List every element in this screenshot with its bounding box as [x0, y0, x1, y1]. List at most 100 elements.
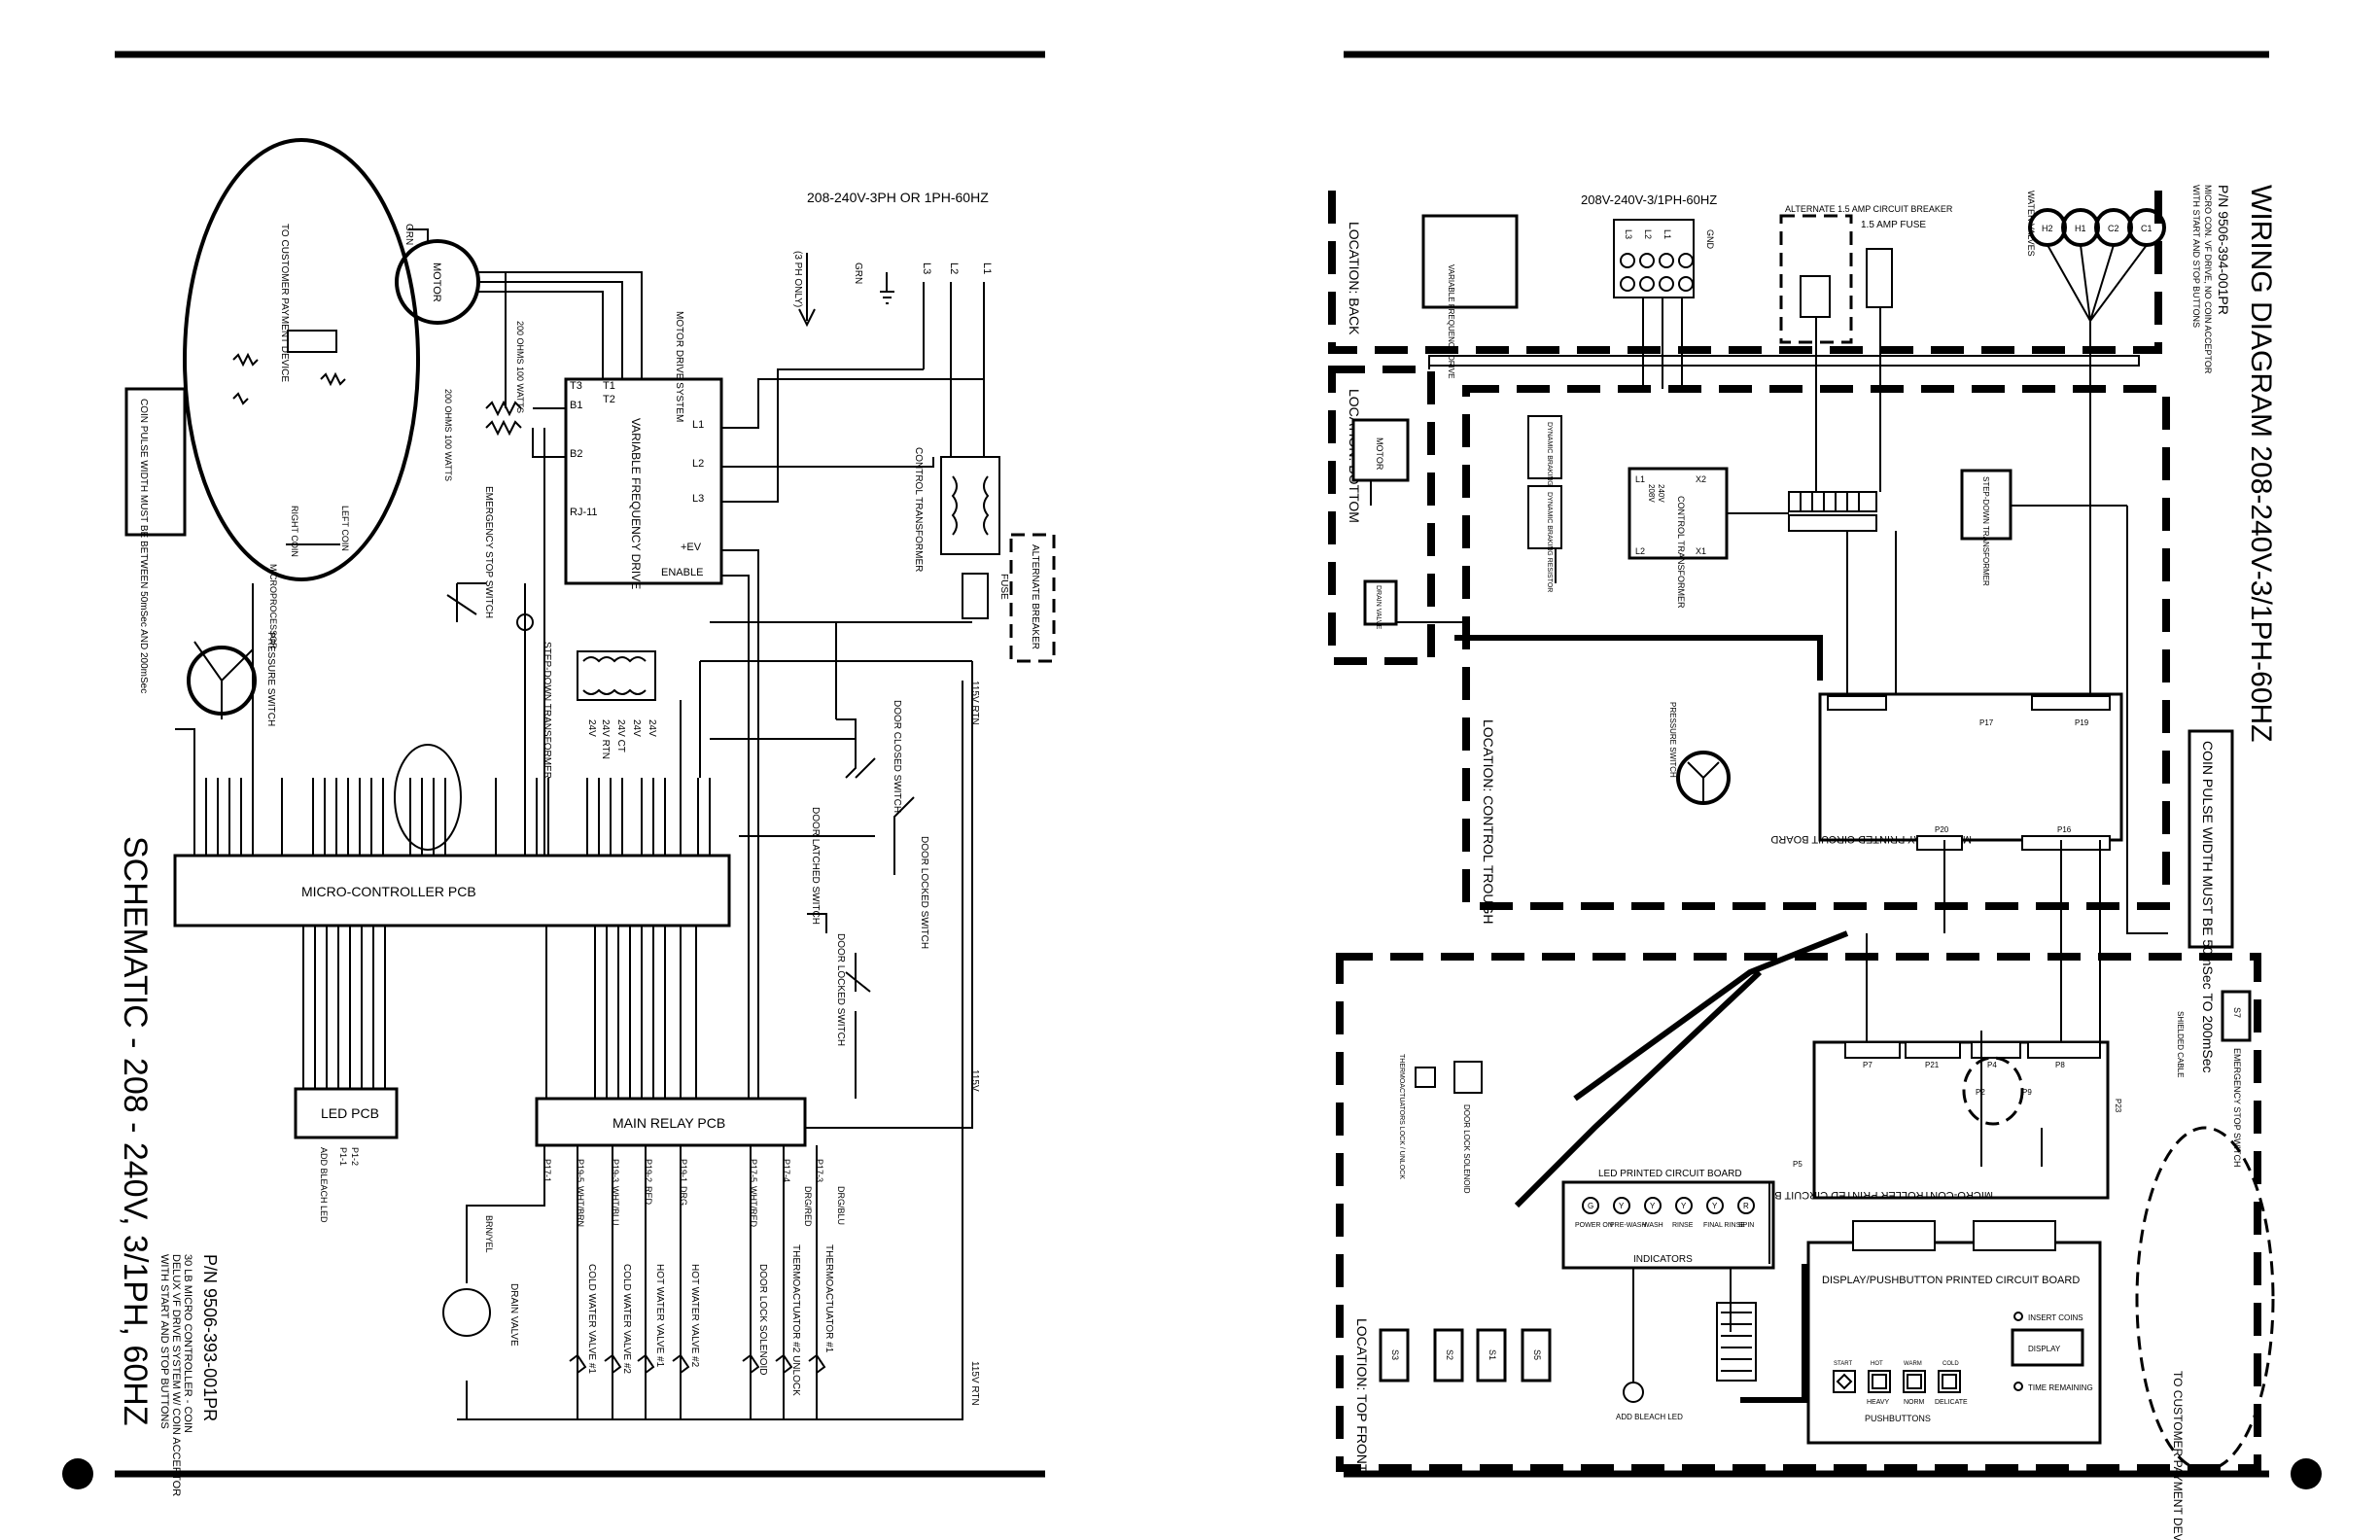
load-5-pin: P19-2 — [644, 1159, 653, 1182]
bus-115v — [700, 660, 973, 1129]
trough-step-down: STEP-DOWN TRANSFORMER — [1960, 469, 2012, 586]
indicator-y1: Y — [1619, 1202, 1625, 1210]
bus-115v-rtn-label: 115V RTN — [969, 681, 980, 725]
micro-p21: P21 — [1925, 1061, 1940, 1069]
left-alt-breaker-label: ALTERNATE BREAKER — [1030, 544, 1040, 649]
thermoactuators-label: THERMOACTUATORS LOCK / UNLOCK — [1398, 1054, 1405, 1179]
coin-interface: TO CUSTOMER PAYMENT DEVICE RIGHT COIN LE… — [183, 138, 420, 649]
load-1-color: DRG/BLU — [836, 1186, 846, 1225]
door-switches: DOOR CLOSED SWITCH DOOR LATCHED SWITCH D… — [807, 700, 929, 1046]
valve-h2: H2 — [2042, 224, 2053, 233]
micro-p23: P23 — [2114, 1099, 2122, 1113]
schematic-title: SCHEMATIC - 208 - 240V, 3/1PH, 60HZ — [117, 836, 154, 1426]
micro-controller-board: MICRO-CONTROLLER PRINTED CIRCUIT BOARD P… — [1743, 1040, 2122, 1201]
location-bottom-region — [1328, 366, 1435, 665]
micro-bottom-pins — [302, 926, 697, 1099]
tap-5: 24V — [586, 719, 597, 737]
indicator-rinse: RINSE — [1672, 1222, 1694, 1229]
vfd-b1: B1 — [570, 400, 582, 411]
indicator-wash: WASH — [1643, 1222, 1663, 1229]
pushbuttons-label: PUSHBUTTONS — [1865, 1414, 1931, 1423]
p2-connector-callout — [394, 744, 462, 851]
bus-115v-rtn — [457, 681, 963, 1420]
vfd-l1: L1 — [692, 419, 704, 431]
load-2-pin: P17-4 — [782, 1159, 791, 1182]
back-terminal-block: L3 L2 L1 GND — [1613, 219, 1715, 298]
pushbutton-heavy: HEAVY — [1867, 1399, 1890, 1406]
indicator-r: R — [1743, 1202, 1749, 1210]
emergency-stop-label: EMERGENCY STOP SWITCH — [483, 486, 494, 618]
p2-callout — [1962, 1056, 2024, 1126]
braking-resistors: 200 OHMS 100 WATTS 200 OHMS 100 WATTS — [443, 321, 566, 481]
trough-x1: X1 — [1696, 546, 1706, 556]
load-2-color: DRG/RED — [803, 1186, 813, 1227]
load-5-name: HOT WATER VALVE #1 — [654, 1264, 665, 1368]
trough-pressure-switch-label: PRESSURE SWITCH — [1668, 702, 1677, 778]
coin-note-box — [124, 387, 187, 537]
back-l1: L1 — [1662, 229, 1672, 239]
wiring-diagram: WIRING DIAGRAM 208-240V-3/1PH-60HZ P/N 9… — [1328, 185, 2277, 1540]
bottom-drain-valve: DRAIN VALVE — [1363, 579, 1398, 630]
load-4-name: HOT WATER VALVE #2 — [689, 1264, 700, 1368]
trough-pressure-switch: PRESSURE SWITCH — [1668, 702, 1731, 805]
terminal-strip — [1788, 491, 1877, 532]
back-l2: L2 — [1643, 229, 1653, 239]
motor-grn: GRN — [403, 224, 414, 245]
time-remaining-label: TIME REMAINING — [2028, 1383, 2093, 1392]
payment-device-callout — [2135, 1126, 2275, 1472]
led-pcb-label: LED PCB — [321, 1105, 379, 1121]
switch-s3: S3 — [1390, 1349, 1400, 1360]
back-l3: L3 — [1624, 229, 1633, 239]
left-fuse-label: FUSE — [998, 574, 1009, 600]
supply-ground-symbol — [880, 272, 894, 304]
led-board: LED PRINTED CIRCUIT BOARD G Y Y Y Y R PO… — [1561, 1169, 1775, 1270]
door-lock-solenoid-label: DOOR LOCK SOLENOID — [1462, 1104, 1471, 1194]
wiring-coin-note-box — [2188, 729, 2234, 949]
vfd-b2: B2 — [570, 448, 582, 460]
door-locked-1-label: DOOR LOCKED SWITCH — [919, 836, 929, 949]
micro-controller-board-label: MICRO-CONTROLLER PRINTED CIRCUIT BOARD — [1743, 1189, 1993, 1201]
left-coin-label: LEFT COIN — [340, 506, 350, 551]
vfd-t2: T2 — [603, 394, 615, 405]
drain-valve-label: DRAIN VALVE — [1375, 585, 1382, 630]
schematic-supply-label: 208-240V-3PH OR 1PH-60HZ — [807, 190, 989, 205]
tap-4: 24V CT — [615, 719, 626, 752]
amp-fuse: 1.5 AMP FUSE — [1861, 220, 1926, 308]
indicators-label: INDICATORS — [1633, 1254, 1693, 1265]
load-6-pin: P19-3 — [611, 1159, 620, 1182]
indicator-y3: Y — [1681, 1202, 1687, 1210]
indicator-spin: SPIN — [1738, 1222, 1754, 1229]
braking-resistor-1: DYNAMIC BRAKING RESISTOR — [1527, 415, 1562, 522]
step-down-transformer: STEP-DOWN TRANSFORMER 24V 24V 24V RTN 24… — [542, 642, 657, 779]
braking-resistor-1-label: DYNAMIC BRAKING RESISTOR — [1546, 422, 1553, 522]
display-window — [2011, 1328, 2084, 1367]
trough-240v: 240V — [1657, 484, 1665, 503]
control-transformer-label: CONTROL TRANSFORMER — [913, 447, 924, 572]
switch-s2: S2 — [1445, 1349, 1454, 1360]
vfd-line-wires — [721, 368, 984, 503]
indicator-y2: Y — [1650, 1202, 1656, 1210]
add-bleach-label-left: ADD BLEACH LED — [319, 1147, 329, 1223]
ground-label: GRN — [853, 262, 863, 284]
load-6-name: COLD WATER VALVE #2 — [621, 1264, 632, 1374]
bottom-motor: MOTOR — [1351, 418, 1410, 482]
vfd-l2: L2 — [692, 458, 704, 470]
location-top-front — [1336, 953, 2261, 1472]
emergency-stop-switch: EMERGENCY STOP SWITCH — [446, 486, 534, 631]
shielded-cable-label: SHIELDED CABLE — [2176, 1011, 2185, 1077]
main-harness — [1454, 635, 1849, 1403]
micro-top-pins — [193, 778, 711, 856]
indicator-final-rinse: FINAL RINSE — [1703, 1222, 1745, 1229]
load-column: THERMOACTUATOR #1 DRG/BLU THERMOACTUATOR… — [442, 1145, 846, 1419]
insert-coins-label: INSERT COINS — [2028, 1313, 2083, 1322]
led-pin-1: P1-1 — [338, 1147, 348, 1166]
load-4-pin: P19-1 — [679, 1159, 688, 1182]
wiring-title: WIRING DIAGRAM 208-240V-3/1PH-60HZ — [2245, 185, 2277, 743]
main-relay-label: MAIN RELAY PCB — [612, 1115, 725, 1131]
led-board-label: LED PRINTED CIRCUIT BOARD — [1598, 1169, 1742, 1179]
switch-s1: S1 — [1488, 1349, 1497, 1360]
door-latched-label: DOOR LATCHED SWITCH — [810, 807, 821, 925]
vfd-rj11: RJ-11 — [570, 507, 598, 518]
water-valves-label: WATER VALVES — [2026, 191, 2036, 257]
